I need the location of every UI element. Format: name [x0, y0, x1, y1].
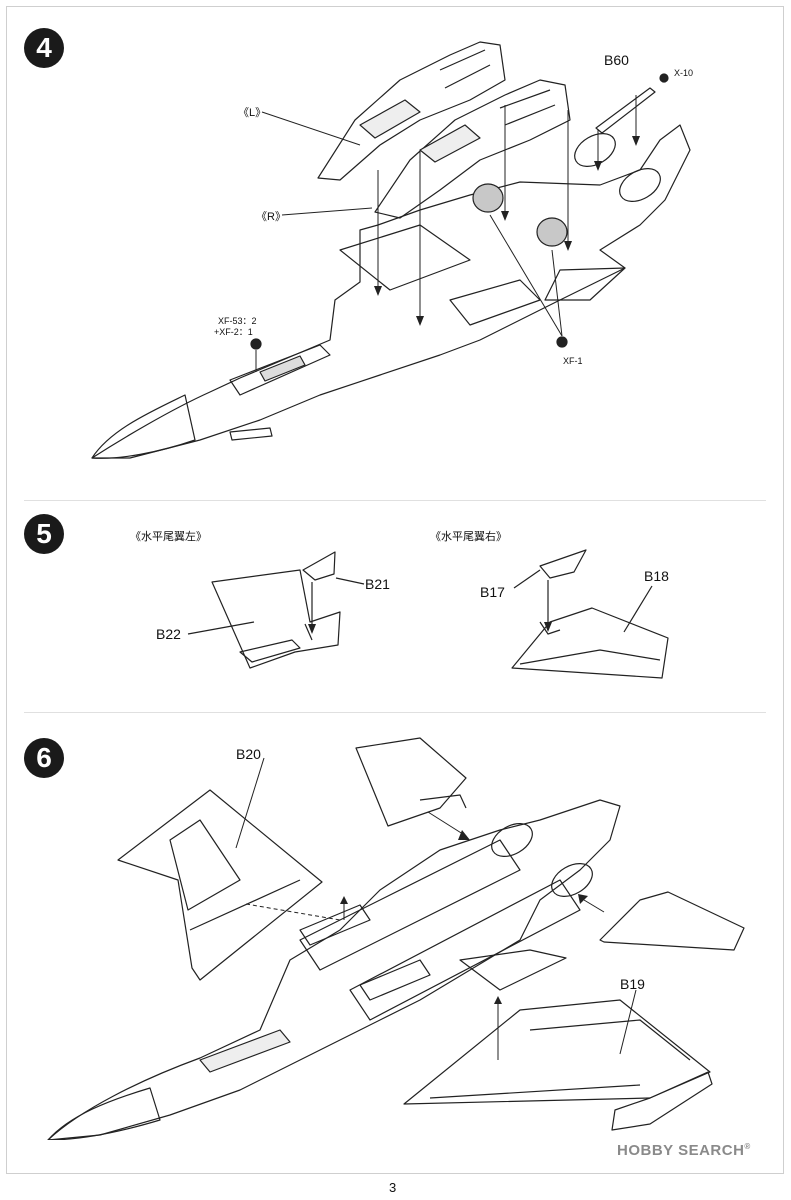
engine-nacelle-left	[299, 839, 521, 971]
step-5-badge: 5	[24, 514, 64, 554]
step-4-diagram	[91, 41, 691, 459]
step-4-number: 4	[36, 32, 52, 63]
step-6-diagram	[47, 737, 745, 1140]
step-6-badge: 6	[24, 738, 64, 778]
step-5-diagram	[187, 549, 669, 679]
upper-stabilizer	[355, 737, 467, 827]
engine-nacelle-right	[349, 879, 581, 1021]
part-b22	[211, 569, 341, 669]
part-b60	[595, 87, 656, 134]
label-part-b19: B19	[620, 976, 645, 992]
step-5-number: 5	[36, 518, 52, 549]
fuselage-step6	[47, 799, 621, 1140]
label-intake-right: 《R》	[256, 211, 286, 223]
engine-nozzle-right	[619, 168, 661, 202]
page-frame	[6, 6, 784, 1174]
label-intake-left: 《L》	[238, 107, 267, 119]
label-part-b21: B21	[365, 576, 390, 592]
section-divider-2	[24, 712, 766, 713]
part-b17	[539, 549, 587, 579]
label-right-stabilizer-title: 《水平尾翼右》	[430, 531, 507, 543]
label-screw-x10: X-10	[674, 68, 694, 78]
page-number: 3	[389, 1180, 397, 1195]
watermark-brand: HOBBY SEARCH	[617, 1142, 745, 1159]
right-stabilizer	[599, 891, 745, 951]
label-screw-xf2: +XF-2：1	[214, 327, 253, 337]
part-b20	[117, 789, 323, 981]
engine-nozzle-left	[574, 133, 616, 167]
cockpit-area	[229, 344, 331, 396]
section-divider	[24, 500, 766, 501]
label-part-b18: B18	[644, 568, 669, 584]
label-part-b17: B17	[480, 584, 505, 600]
intake-bay-left	[339, 224, 471, 291]
label-screw-xf53: XF-53：2	[218, 316, 257, 326]
label-part-b60: B60	[604, 52, 629, 68]
label-screw-xf1: XF-1	[563, 356, 583, 366]
part-b21	[302, 551, 336, 581]
step-6-number: 6	[36, 742, 52, 773]
watermark-reg-mark: ®	[744, 1142, 751, 1151]
part-b19	[403, 999, 711, 1105]
hobby-search-watermark: HOBBY SEARCH®	[617, 1142, 751, 1159]
intake-part-left	[317, 41, 506, 181]
step-4-badge: 4	[24, 28, 64, 68]
intake-part-right	[374, 79, 571, 219]
label-part-b20: B20	[236, 746, 261, 762]
label-left-stabilizer-title: 《水平尾翼左》	[130, 531, 207, 543]
label-part-b22: B22	[156, 626, 181, 642]
nose-cone	[91, 394, 196, 459]
